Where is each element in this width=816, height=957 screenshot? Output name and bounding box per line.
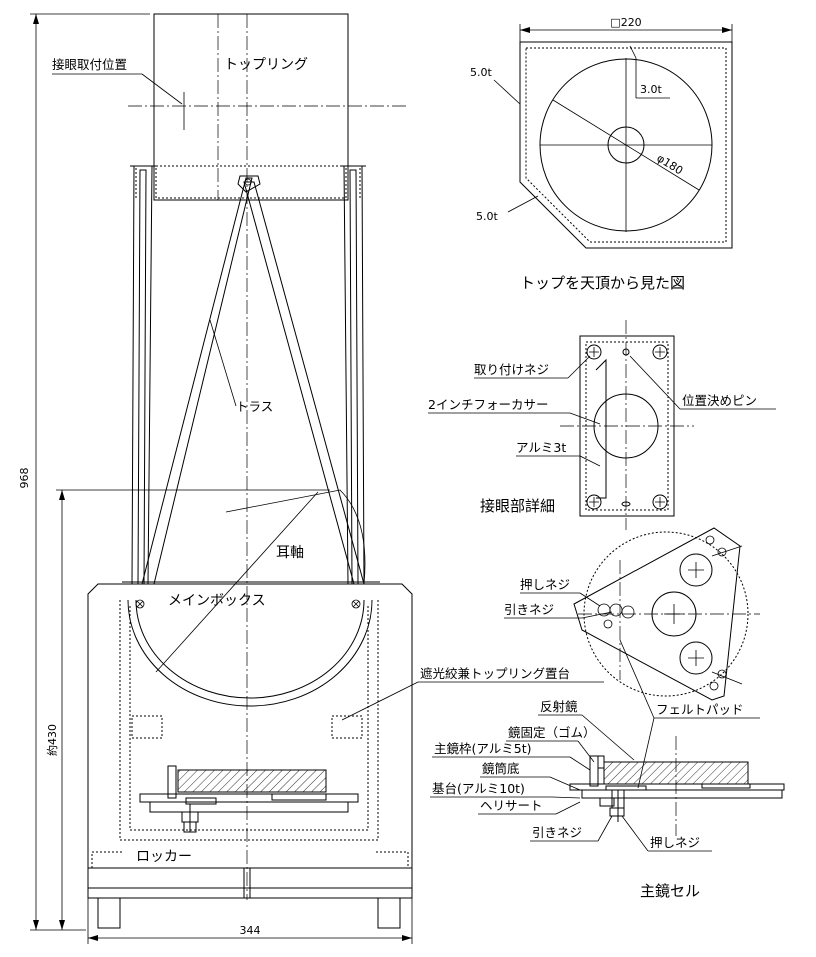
side-view: 968 約430 トップリング 接眼取付位置 xyxy=(18,13,604,944)
main-box xyxy=(87,583,413,869)
trunnion-arc xyxy=(127,599,373,707)
top-plate xyxy=(519,41,733,249)
top-ring-label: トップリング xyxy=(224,57,308,73)
top-ring xyxy=(153,13,349,201)
push-screw-label: 押しネジ xyxy=(520,577,570,592)
pull-screw-label: 引きネジ xyxy=(504,602,554,617)
base-label: 基台(アルミ10t) xyxy=(432,781,525,796)
helisert-label: ヘリサート xyxy=(480,798,543,813)
top-thickness-5t-b: 5.0t xyxy=(476,210,498,223)
eyepiece-position-label: 接眼取付位置 xyxy=(52,57,127,72)
aluminum-label: アルミ3t xyxy=(516,440,566,455)
side-mirror-assembly xyxy=(139,765,359,833)
eyepiece-detail-caption: 接眼部詳細 xyxy=(480,497,555,515)
mirror-cell-caption: 主鏡セル xyxy=(640,882,700,900)
mirror-frame-label: 主鏡枠(アルミ5t) xyxy=(434,741,531,756)
trunnion-label: 耳軸 xyxy=(276,545,304,561)
side-truss-right xyxy=(340,165,366,585)
pull-screw-2-label: 引きネジ xyxy=(532,825,582,840)
top-thickness-5t-a: 5.0t xyxy=(470,66,492,79)
mirror-label: 反射鏡 xyxy=(540,699,578,714)
top-view: □220 3.0t φ180 5.0t 5.0t トップを天頂から見た図 xyxy=(470,16,733,292)
mirror-cell-plan: 押しネジ 引きネジ xyxy=(504,527,760,701)
height-axis-label: 約430 xyxy=(45,724,59,756)
height-total-label: 968 xyxy=(18,468,31,489)
push-screw-2-label: 押しネジ xyxy=(650,835,700,850)
top-thickness-3t: 3.0t xyxy=(640,83,662,96)
truss xyxy=(141,175,365,585)
side-truss-left xyxy=(130,165,156,585)
felt-pad-label: フェルトパッド xyxy=(656,702,744,717)
mirror-cell-section: 反射鏡 フェルトパッド 鏡固定（ゴム） 主鏡枠(アルミ5t) 鏡筒底 基台(アル… xyxy=(430,639,785,900)
rocker xyxy=(87,868,413,929)
eyepiece-detail: 取り付けネジ 2インチフォーカサー アルミ3t 位置決めピン 接眼部詳細 xyxy=(428,320,776,530)
top-view-caption: トップを天頂から見た図 xyxy=(520,274,685,292)
tube-bottom-label: 鏡筒底 xyxy=(482,761,520,776)
truss-label: トラス xyxy=(236,399,273,414)
focuser-label: 2インチフォーカサー xyxy=(428,397,548,412)
position-pin-label: 位置決めピン xyxy=(682,393,757,408)
width-dimension: 344 xyxy=(87,898,413,944)
mount-screw-label: 取り付けネジ xyxy=(474,362,549,377)
width-label: 344 xyxy=(240,924,261,937)
top-diameter-label: φ180 xyxy=(654,152,685,178)
axis-height-dimension: 約430 xyxy=(45,489,330,930)
mirror-fix-label: 鏡固定（ゴム） xyxy=(508,725,596,740)
top-size-label: □220 xyxy=(610,16,641,29)
main-box-label: メインボックス xyxy=(168,593,266,609)
light-shield-label: 遮光絞兼トップリング置台 xyxy=(420,666,570,681)
rocker-label: ロッカー xyxy=(136,849,192,865)
height-dimension: 968 xyxy=(18,13,150,931)
